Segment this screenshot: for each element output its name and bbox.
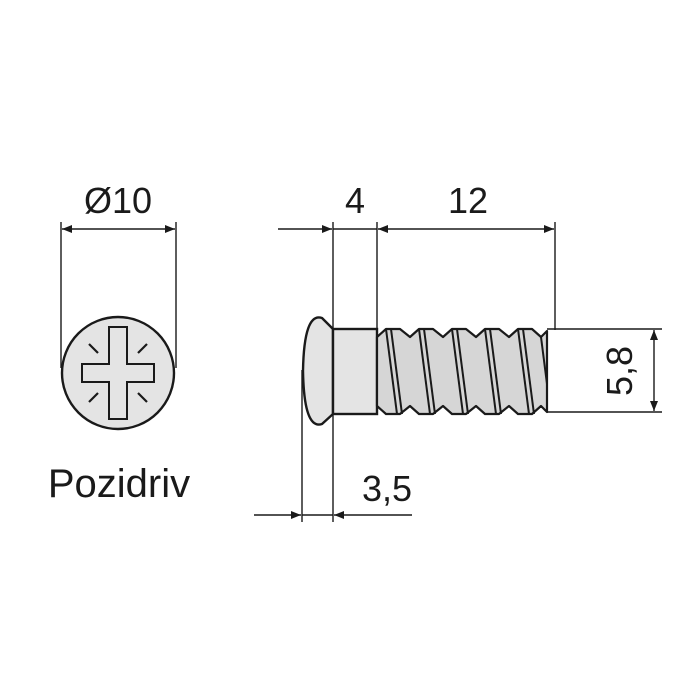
screw-neck bbox=[331, 327, 379, 416]
head-front-view: Ø10 Pozidriv bbox=[48, 180, 190, 506]
screw-side-view: 4 12 5,8 3,5 bbox=[254, 180, 662, 522]
drive-type-label: Pozidriv bbox=[48, 462, 190, 506]
thread-length-label: 12 bbox=[448, 180, 488, 221]
thread-diameter-label: 5,8 bbox=[599, 346, 640, 396]
head-length-label: 4 bbox=[345, 180, 365, 221]
pozidriv-cross-icon bbox=[81, 326, 155, 420]
pozidriv-ticks bbox=[88, 343, 148, 403]
head-height-label: 3,5 bbox=[362, 468, 412, 509]
diameter-label: Ø10 bbox=[84, 180, 152, 221]
screw-head-profile bbox=[301, 316, 335, 426]
thread-flanks bbox=[385, 328, 548, 415]
